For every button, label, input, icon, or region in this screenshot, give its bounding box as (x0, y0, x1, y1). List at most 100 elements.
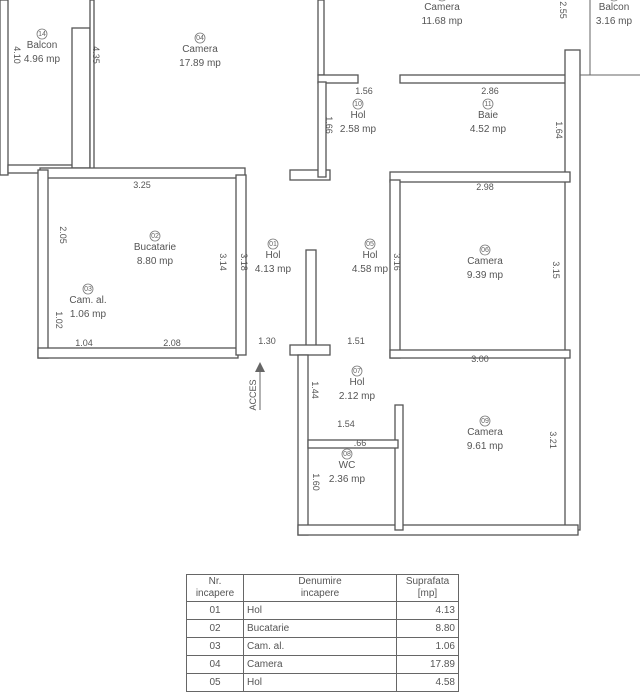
room-area: 2.12 mp (339, 391, 376, 402)
room-name: Camera (467, 256, 503, 267)
room-number: 03 (84, 286, 92, 293)
room-number-circle (479, 244, 491, 256)
room-name: Hol (265, 250, 280, 261)
room-number: 06 (481, 247, 489, 254)
room-number-circle (36, 28, 48, 40)
room-number-circle (194, 32, 206, 44)
dim: 3.16 (392, 253, 402, 271)
access-marker: ACCES (248, 362, 265, 411)
room-number-circle (149, 230, 161, 242)
cell-area: 1.06 (396, 637, 459, 656)
dimension-labels: 4.10 4.35 2.55 1.56 2.86 1.66 1.64 3.25 … (12, 1, 568, 491)
cell-area: 17.89 (396, 655, 459, 674)
dim: .66 (354, 438, 367, 448)
cell-area: 4.13 (396, 601, 459, 620)
room-area: 1.06 mp (70, 309, 107, 320)
dim: 2.08 (163, 338, 181, 348)
cell-nr: 05 (186, 673, 244, 692)
dim: 1.04 (75, 338, 93, 348)
dim: 2.05 (58, 226, 68, 244)
room-number: 02 (151, 233, 159, 240)
dim: 1.51 (347, 336, 365, 346)
room-name: Camera (467, 427, 503, 438)
room-area: 2.36 mp (329, 474, 366, 485)
room-name: WC (339, 460, 356, 471)
room-number: 11 (484, 101, 491, 108)
room-name: Balcon (599, 2, 630, 13)
col-header-area: Suprafata [mp] (396, 574, 459, 602)
dim: 1.54 (337, 419, 355, 429)
room-number-circle (438, 0, 446, 2)
cell-area: 8.80 (396, 619, 459, 638)
dim: 2.55 (558, 1, 568, 19)
cell-name: Cam. al. (243, 637, 397, 656)
room-number: 01 (269, 241, 277, 248)
dim: 3.14 (218, 253, 228, 271)
dim: 1.30 (258, 336, 276, 346)
dim: 1.56 (355, 86, 373, 96)
room-name: Hol (349, 377, 364, 388)
cell-name: Camera (243, 655, 397, 674)
room-number-circle (267, 238, 279, 250)
room-label: 16Balcon3.16 mp (596, 0, 633, 27)
cell-nr: 01 (186, 601, 244, 620)
dim: 1.66 (324, 116, 334, 134)
room-number: 08 (343, 451, 351, 458)
room-number: 04 (196, 35, 204, 42)
room-name: Cam. al. (69, 295, 106, 306)
dim: 3.15 (551, 261, 561, 279)
room-number-circle (351, 365, 363, 377)
dim: 4.10 (12, 46, 22, 64)
dim: 3.18 (239, 253, 249, 271)
room-number: 05 (366, 241, 374, 248)
room-area: 17.89 mp (179, 58, 221, 69)
room-area: 4.96 mp (24, 54, 61, 65)
room-area: 4.13 mp (255, 264, 292, 275)
room-number-circle (610, 0, 618, 2)
room-area: 2.58 mp (340, 124, 377, 135)
room-number: 07 (353, 368, 361, 375)
cell-nr: 04 (186, 655, 244, 674)
room-number-circle (82, 283, 94, 295)
cell-name: Bucatarie (243, 619, 397, 638)
cell-name: Hol (243, 673, 397, 692)
cell-area: 4.58 (396, 673, 459, 692)
room-area: 9.39 mp (467, 270, 504, 281)
room-number-circle (479, 415, 491, 427)
room-number: 09 (481, 418, 489, 425)
dim: 3.25 (133, 180, 151, 190)
room-number-circle (364, 238, 376, 250)
dim: 1.44 (310, 381, 320, 399)
col-header-nr: Nr. incapere (186, 574, 244, 602)
room-number-circle (341, 448, 353, 460)
rooms-table: Nr. incapere Denumire incapere Suprafata… (186, 574, 459, 692)
room-label: 15Camera11.68 mp (422, 0, 463, 27)
room-area: 4.58 mp (352, 264, 389, 275)
room-number-circle (352, 98, 364, 110)
dim: 4.35 (91, 46, 101, 64)
walls (0, 0, 640, 536)
cell-nr: 02 (186, 619, 244, 638)
room-name: Bucatarie (134, 242, 177, 253)
dim: 1.60 (311, 473, 321, 491)
dim: 1.64 (554, 121, 564, 139)
room-name: Hol (350, 110, 365, 121)
room-number: 14 (38, 31, 46, 38)
cell-name: Hol (243, 601, 397, 620)
room-name: Baie (478, 110, 498, 121)
